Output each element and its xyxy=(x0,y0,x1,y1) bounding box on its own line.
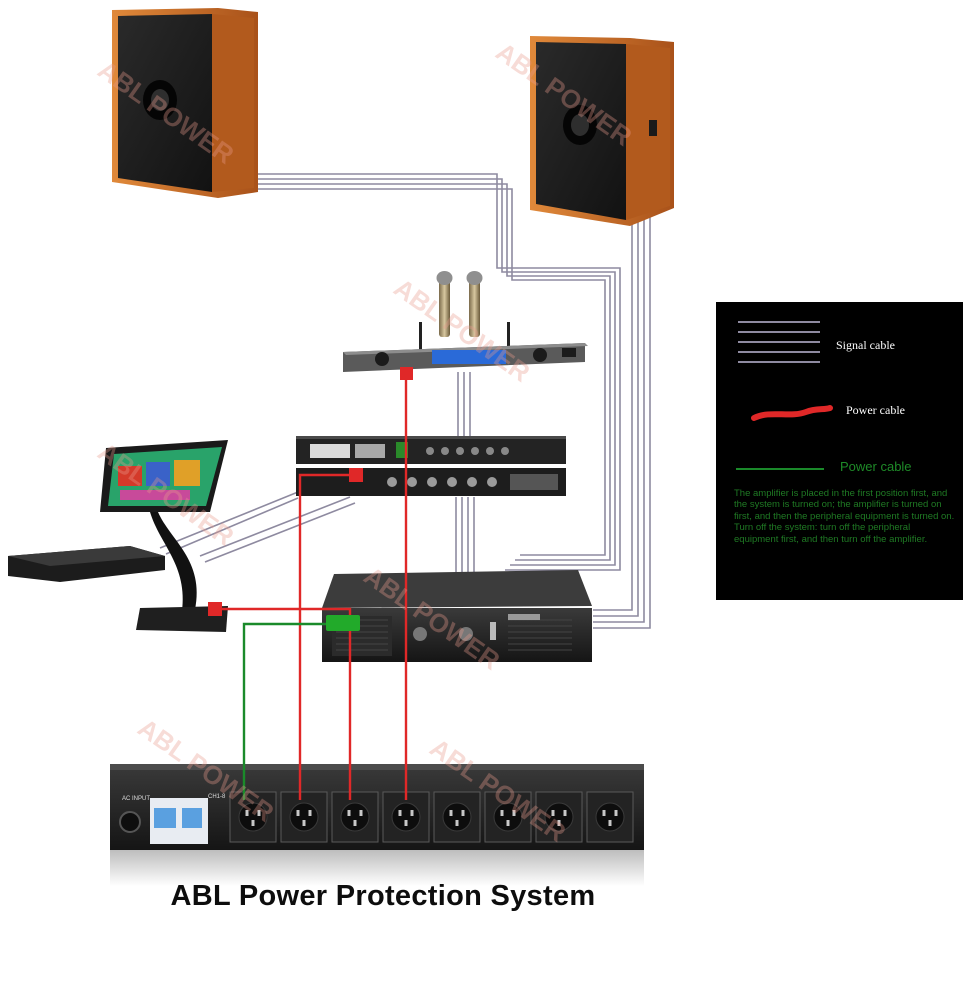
karaoke-player xyxy=(8,546,165,582)
power-cable-red xyxy=(215,607,352,800)
power-plug-red xyxy=(400,367,413,380)
power-outlet xyxy=(484,791,532,843)
signal-cable xyxy=(165,497,299,555)
power-plug-red xyxy=(349,468,363,482)
signal-cable xyxy=(593,210,633,611)
power-amplifier xyxy=(322,570,592,662)
karaoke-touchscreen xyxy=(100,440,228,632)
power-plug-green xyxy=(326,615,360,631)
operation-note: The amplifier is placed in the first pos… xyxy=(734,488,955,545)
power-cable-green xyxy=(242,622,340,800)
signal-cable xyxy=(204,502,356,563)
red-power-cable-label: Power cable xyxy=(846,403,905,417)
signal-cable xyxy=(258,183,611,561)
signal-cable xyxy=(593,210,651,629)
signal-cable xyxy=(593,210,639,617)
ac-input-label: AC INPUT xyxy=(122,796,150,802)
signal-cable xyxy=(593,210,645,623)
power-plug-red xyxy=(208,602,222,616)
legend-box: Signal cable Power cable Power cable The… xyxy=(716,302,963,600)
power-outlet xyxy=(382,791,430,843)
signal-cables xyxy=(159,173,651,629)
green-power-cable-swatch xyxy=(736,468,824,470)
signal-cable xyxy=(159,491,299,549)
signal-cable-label: Signal cable xyxy=(836,338,895,352)
power-switch xyxy=(119,811,141,833)
red-power-cable-swatch xyxy=(751,405,833,421)
page-title: ABL Power Protection System xyxy=(170,880,596,912)
power-cables xyxy=(215,374,408,800)
signal-cable xyxy=(258,173,621,571)
power-plugs xyxy=(208,367,413,631)
outlets xyxy=(229,791,634,843)
power-outlet xyxy=(280,791,328,843)
green-power-cable-label: Power cable xyxy=(840,459,912,474)
wireless-mic-receiver xyxy=(343,271,588,372)
power-protection-unit: AC INPUT CH1-8 xyxy=(110,764,644,886)
power-outlet xyxy=(433,791,481,843)
audio-processor xyxy=(296,436,566,496)
channel-label: CH1-8 xyxy=(208,794,226,800)
power-outlet xyxy=(331,791,379,843)
signal-cable xyxy=(199,496,351,557)
signal-cable xyxy=(258,178,616,566)
speaker-left xyxy=(112,8,258,198)
speaker-right xyxy=(530,36,674,226)
signal-cable xyxy=(258,188,606,556)
power-cable-red xyxy=(298,473,356,800)
signal-cable-swatch xyxy=(738,321,820,363)
power-outlet xyxy=(229,791,277,843)
power-outlet xyxy=(535,791,583,843)
power-outlet xyxy=(586,791,634,843)
